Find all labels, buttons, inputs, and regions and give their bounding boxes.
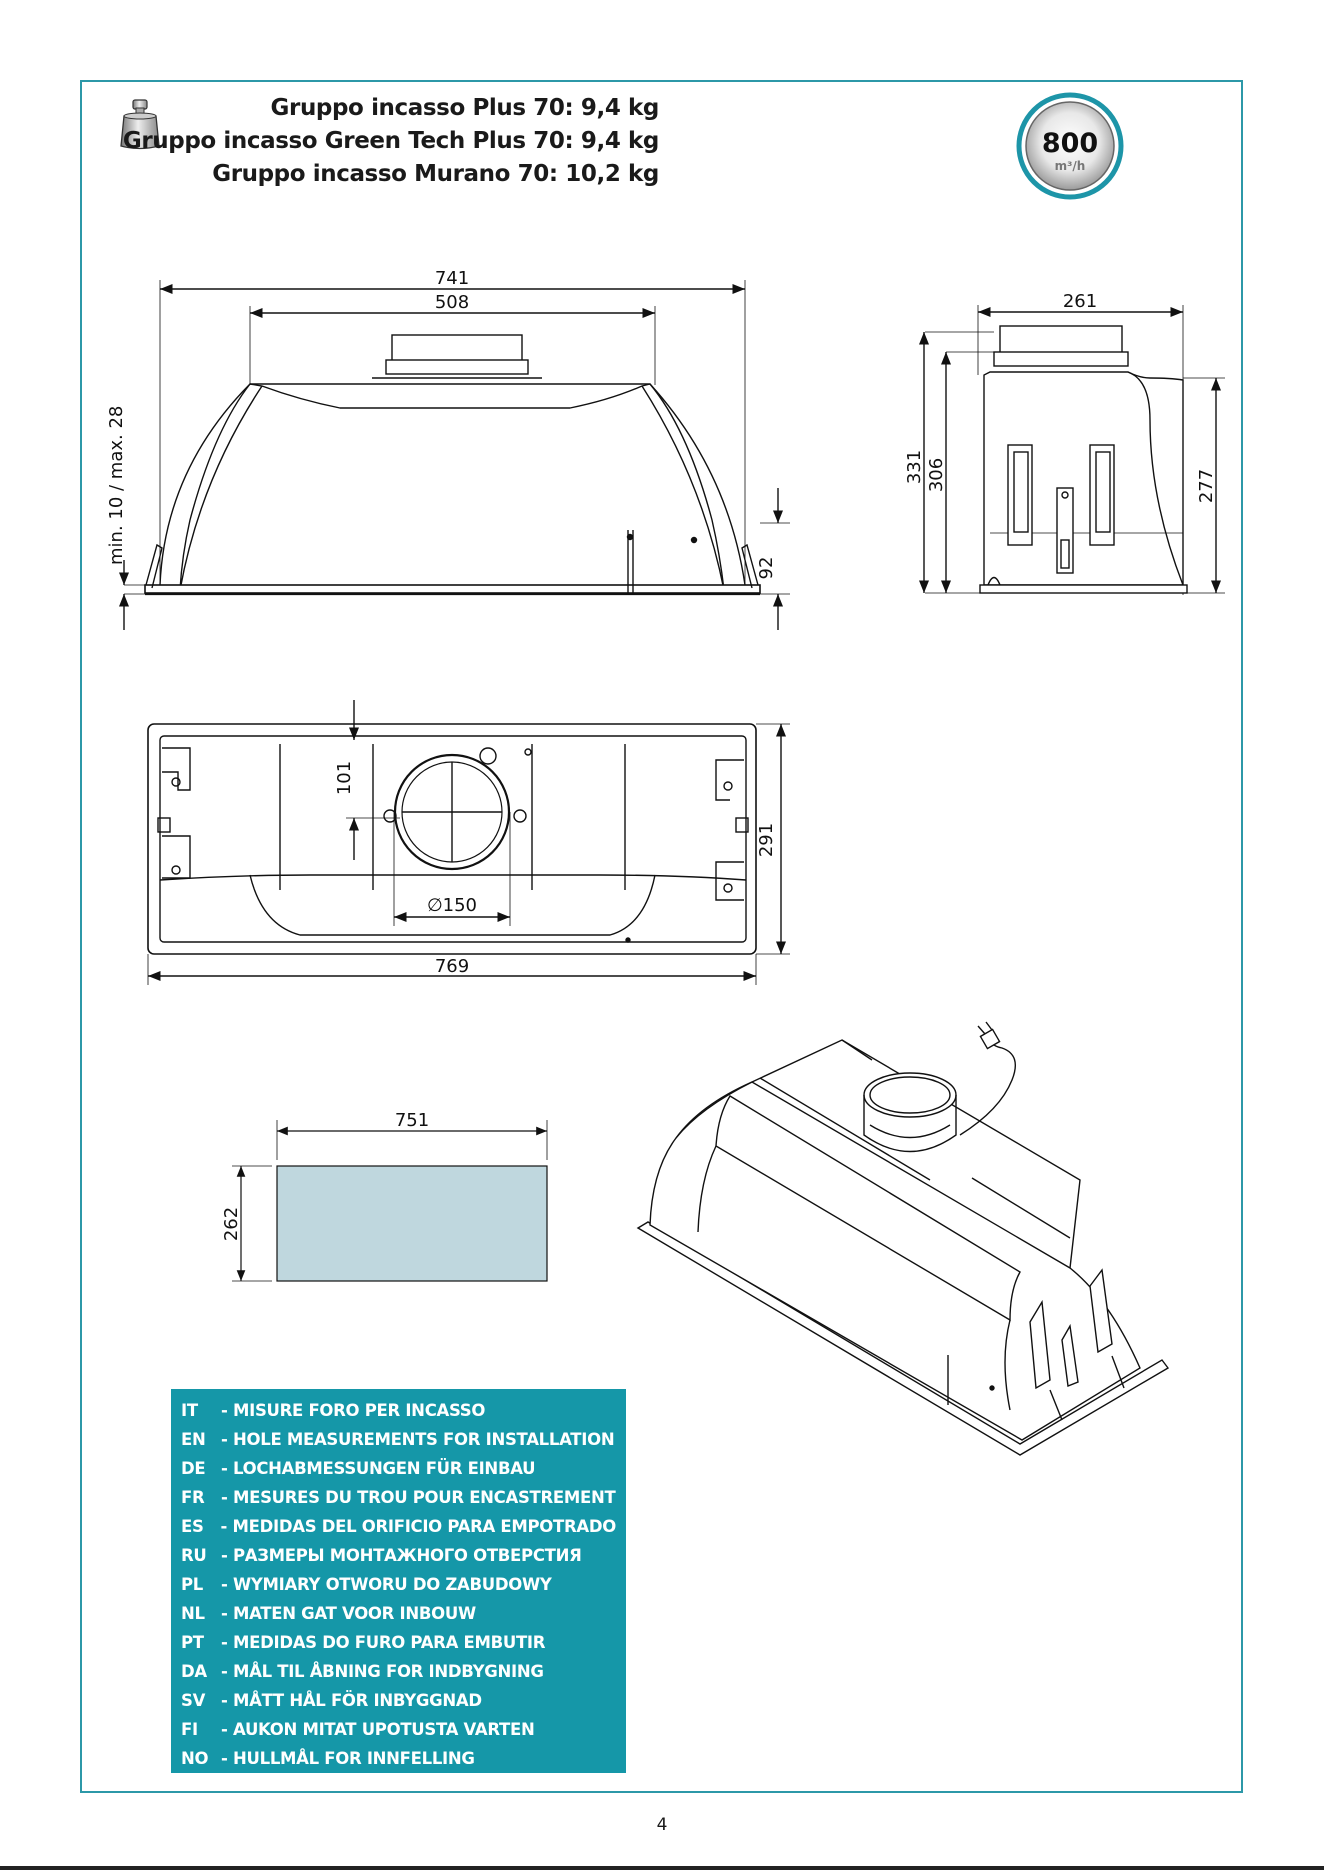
dim-front-inner-width: 508: [435, 292, 469, 313]
side-view: [918, 305, 1225, 595]
hole-label-it: IT- MISURE FORO PER INCASSO: [181, 1401, 486, 1420]
hole-label-sv: SV- MÅTT HÅL FÖR INBYGGNAD: [181, 1691, 482, 1710]
dim-front-min-max: min. 10 / max. 28: [106, 406, 127, 565]
dim-side-total-height: 331: [904, 450, 925, 484]
hole-measurements-label-box: IT- MISURE FORO PER INCASSO EN- HOLE MEA…: [171, 1389, 626, 1773]
airflow-unit: m³/h: [1055, 159, 1086, 173]
page-frame: [80, 80, 1243, 1793]
weight-icon: [120, 99, 160, 150]
weight-line-plus: Gruppo incasso Plus 70: 9,4 kg: [270, 95, 660, 121]
hole-label-en: EN- HOLE MEASUREMENTS FOR INSTALLATION: [181, 1430, 615, 1449]
dim-side-body-height: 277: [1196, 469, 1217, 503]
dim-top-length: 769: [435, 956, 469, 977]
airflow-value: 800: [1042, 128, 1098, 159]
airflow-badge: 800 m³/h: [1016, 92, 1124, 200]
cutout-diagram: [232, 1120, 548, 1282]
dim-front-total-width: 741: [435, 268, 469, 289]
dim-cutout-height: 262: [221, 1207, 242, 1241]
isometric-view: [636, 1021, 1170, 1456]
hole-label-da: DA- MÅL TIL ÅBNING FOR INDBYGNING: [181, 1662, 544, 1681]
dim-top-depth: 291: [756, 823, 777, 857]
hole-label-fi: FI- AUKON MITAT UPOTUSTA VARTEN: [181, 1720, 535, 1739]
hole-label-ru: RU- РАЗМЕРЫ МОНТАЖНОГО ОТВЕРСТИЯ: [181, 1546, 582, 1565]
hole-label-de: DE- LOCHABMESSUNGEN FÜR EINBAU: [181, 1459, 536, 1478]
dim-cutout-width: 751: [395, 1110, 429, 1131]
hole-label-fr: FR- MESURES DU TROU POUR ENCASTREMENT: [181, 1488, 616, 1507]
page-number: 4: [656, 1815, 668, 1835]
hole-label-pt: PT- MEDIDAS DO FURO PARA EMBUTIR: [181, 1633, 546, 1652]
weight-line-green-tech: Gruppo incasso Green Tech Plus 70: 9,4 k…: [122, 128, 660, 154]
front-view: [118, 280, 790, 630]
weight-line-murano: Gruppo incasso Murano 70: 10,2 kg: [212, 161, 659, 187]
top-view: [147, 700, 790, 985]
hole-label-pl: PL- WYMIARY OTWORU DO ZABUDOWY: [181, 1575, 552, 1594]
hole-label-es: ES- MEDIDAS DEL ORIFICIO PARA EMPOTRADO: [181, 1517, 616, 1536]
bottom-rule: [0, 1866, 1324, 1870]
hole-label-no: NO- HULLMÅL FOR INNFELLING: [181, 1749, 475, 1768]
dim-front-flange: 92: [756, 557, 777, 580]
dim-side-depth: 261: [1063, 291, 1097, 312]
weight-list: Gruppo incasso Plus 70: 9,4 kg Gruppo in…: [122, 92, 660, 191]
dim-top-duct-diameter: ∅150: [427, 895, 477, 916]
hole-label-nl: NL- MATEN GAT VOOR INBOUW: [181, 1604, 476, 1623]
dim-top-offset: 101: [334, 761, 355, 795]
dim-side-mid-height: 306: [926, 458, 947, 492]
